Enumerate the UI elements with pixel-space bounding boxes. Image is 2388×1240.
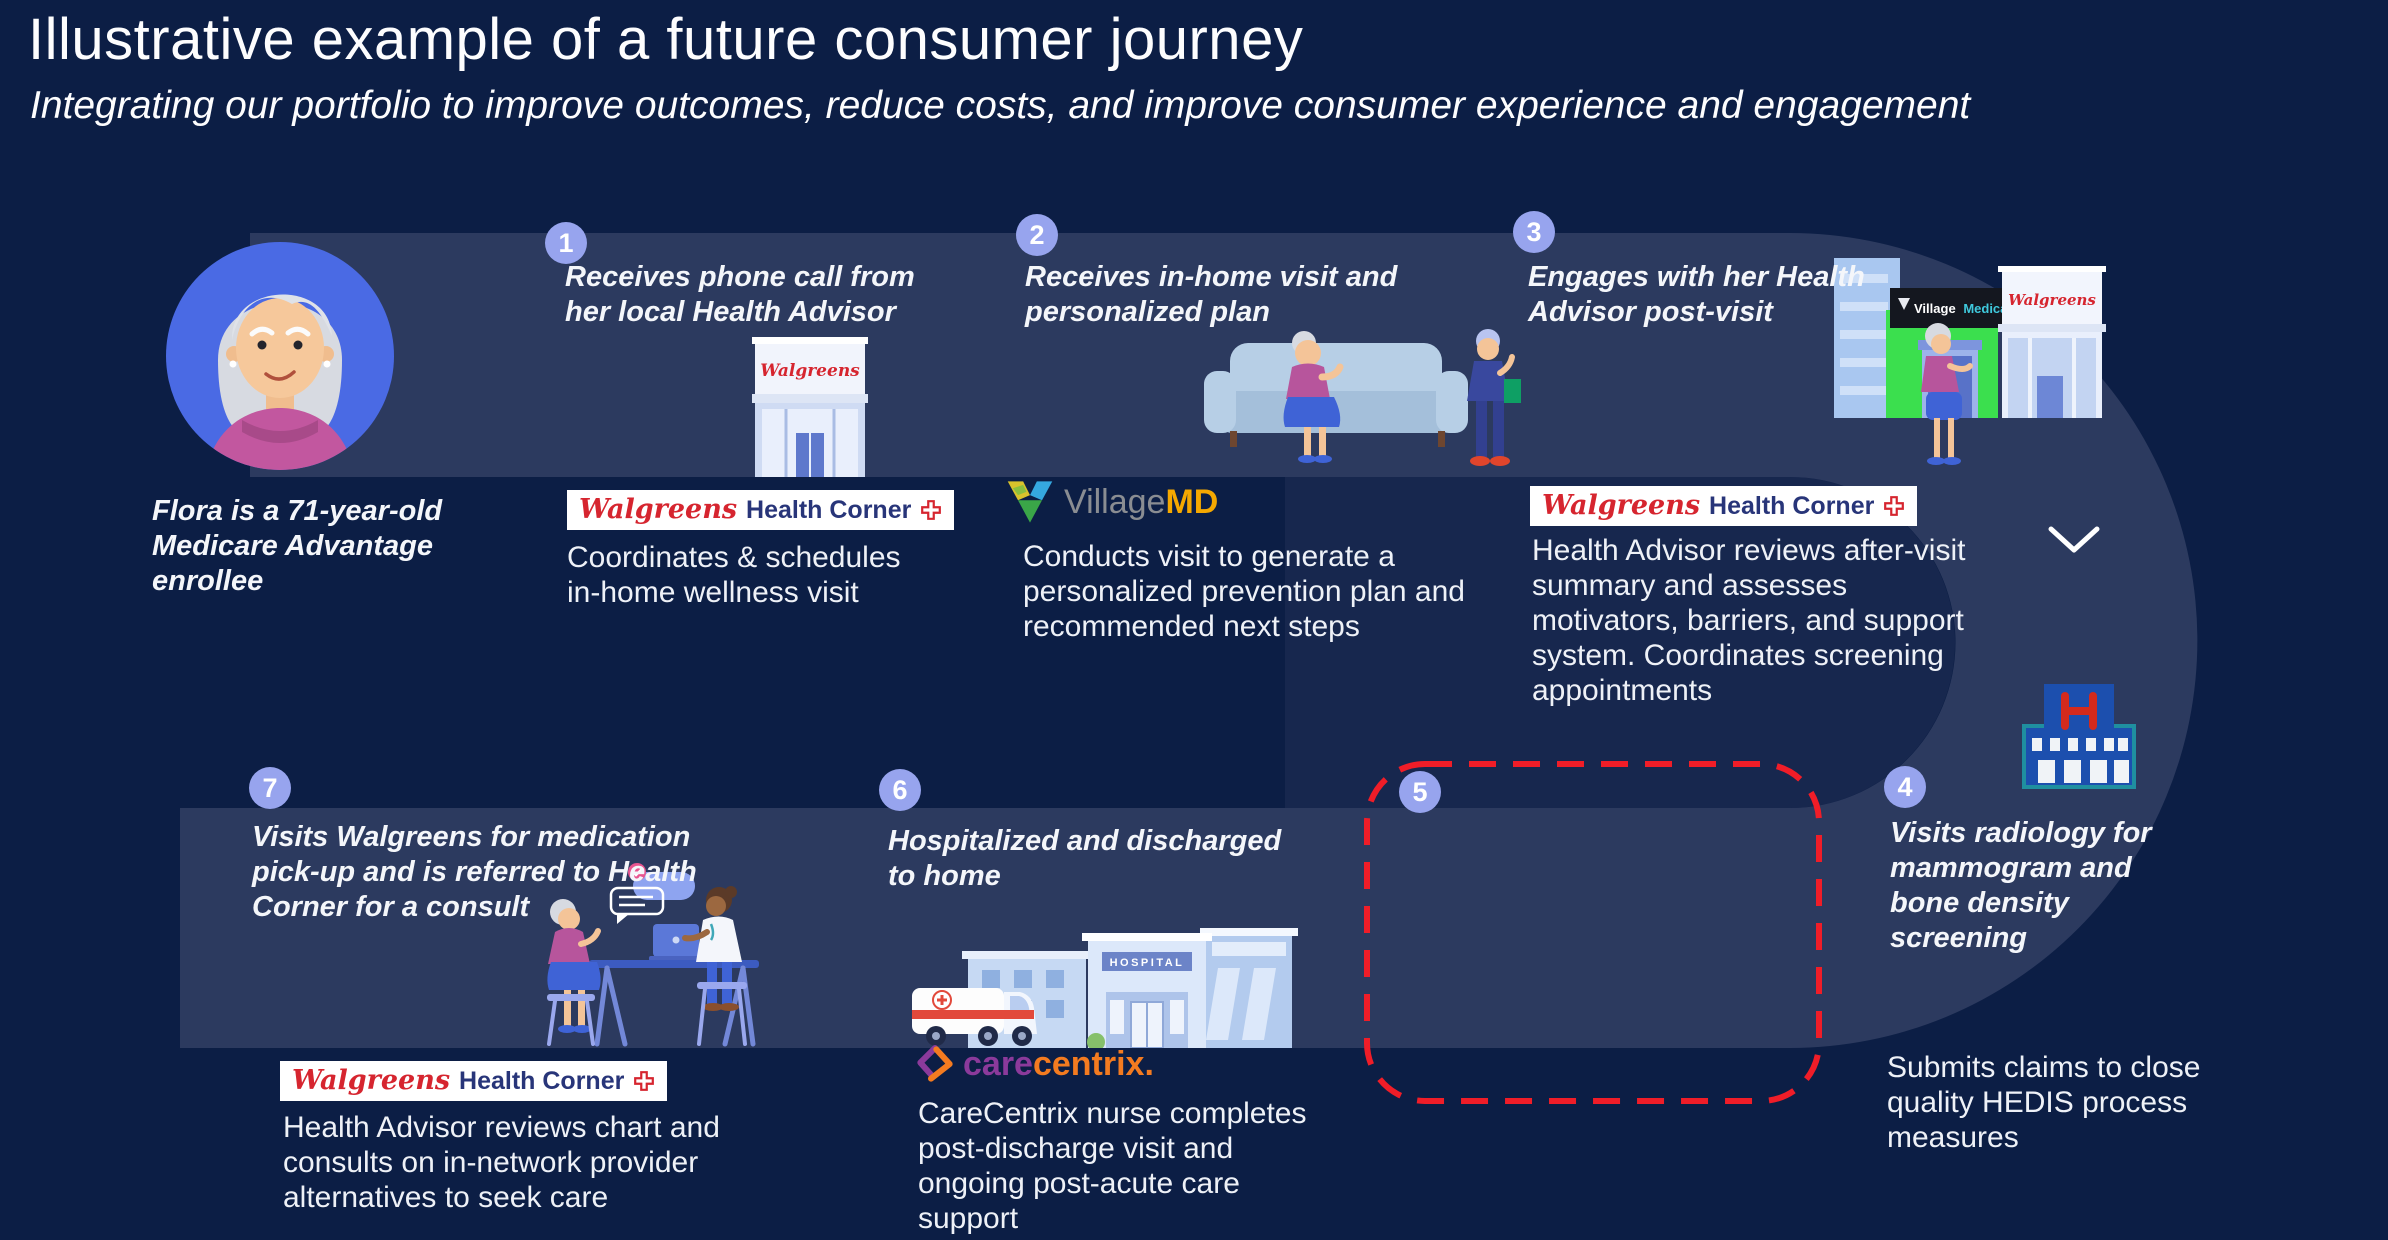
step-badge-4: 4: [1884, 766, 1926, 808]
step3-description: Health Advisor reviews after-visit summa…: [1532, 534, 1966, 707]
health-corner-label: Health Corner: [746, 495, 912, 524]
chevron-down-icon: [2048, 526, 2100, 553]
step4-description: Submits claims to close quality HEDIS pr…: [1887, 1051, 2201, 1154]
village-medical-walgreens-illustration: Village Medical Walgreens: [1834, 258, 2106, 465]
medical-sign-text: Medical: [1963, 301, 2011, 316]
walgreens-health-corner-logo: Walgreens Health Corner: [280, 1061, 668, 1101]
step-badge-2: 2: [1016, 214, 1058, 256]
health-corner-cross-icon: [921, 500, 942, 520]
journey-inner-panel: [1285, 477, 1955, 808]
walgreens-wordmark: Walgreens: [579, 494, 738, 525]
step-badge-6: 6: [879, 769, 921, 811]
walgreens-wordmark: Walgreens: [1542, 490, 1701, 521]
walgreens-storefront-illustration: Walgreens: [752, 337, 868, 477]
flora-avatar: [166, 242, 394, 470]
health-corner-label: Health Corner: [1709, 491, 1875, 520]
in-home-visit-illustration: [1204, 329, 1521, 466]
step2-caption: Receives in-home visit and personalized …: [1025, 261, 1398, 328]
step6-caption: Hospitalized and discharged to home: [888, 825, 1282, 892]
village-sign-text: Village: [1914, 301, 1956, 316]
page-subtitle: Integrating our portfolio to improve out…: [30, 84, 1971, 127]
step7-description: Health Advisor reviews chart and consult…: [283, 1111, 720, 1214]
hospital-discharge-illustration: HOSPITAL: [912, 928, 1298, 1048]
walgreens-health-corner-logo: Walgreens Health Corner: [567, 490, 955, 530]
carecentrix-centrix-label: centrix: [1032, 1044, 1145, 1083]
step-badge-7: 7: [249, 767, 291, 809]
step4-caption: Visits radiology for mammogram and bone …: [1890, 817, 2152, 954]
step-badge-5: 5: [1399, 771, 1441, 813]
health-corner-consult-illustration: [547, 863, 759, 1047]
villagemd-logo: VillageMD: [1004, 478, 1218, 526]
step1-caption: Receives phone call from her local Healt…: [565, 261, 915, 328]
step6-description: CareCentrix nurse completes post-dischar…: [918, 1097, 1307, 1235]
persona-caption: Flora is a 71-year-old Medicare Advantag…: [152, 495, 443, 597]
villagemd-village-label: Village: [1064, 482, 1166, 521]
villagemd-md-label: MD: [1165, 482, 1219, 521]
walgreens-health-corner-logo: Walgreens Health Corner: [1530, 486, 1918, 526]
step1-description: Coordinates & schedules in-home wellness…: [567, 541, 901, 609]
carecentrix-care-label: care: [963, 1044, 1033, 1083]
svg-text:Village Medical: Village Medical: [1914, 301, 2011, 316]
walgreens-sign-text: Walgreens: [2008, 291, 2096, 309]
step3-caption: Engages with her Health Advisor post-vis…: [1528, 261, 1865, 328]
step-badge-3: 3: [1513, 211, 1555, 253]
health-corner-cross-icon: [1884, 496, 1905, 516]
step2-description: Conducts visit to generate a personalize…: [1023, 540, 1465, 643]
carecentrix-logo: carecentrix.: [915, 1044, 1154, 1084]
villagemd-v-icon: [1007, 481, 1053, 523]
hospital-icon: [2022, 684, 2136, 789]
acute-event-box: [1364, 761, 1822, 1104]
step-badge-1: 1: [545, 222, 587, 264]
carecentrix-knot-icon: [917, 1045, 953, 1082]
health-corner-cross-icon: [634, 1071, 655, 1091]
walgreens-sign-text: Walgreens: [760, 361, 860, 381]
hospital-sign-text: HOSPITAL: [1110, 957, 1185, 969]
page-title: Illustrative example of a future consume…: [28, 7, 1304, 72]
walgreens-wordmark: Walgreens: [292, 1065, 451, 1096]
step7-caption: Visits Walgreens for medication pick-up …: [252, 821, 697, 923]
health-corner-label: Health Corner: [459, 1066, 625, 1095]
